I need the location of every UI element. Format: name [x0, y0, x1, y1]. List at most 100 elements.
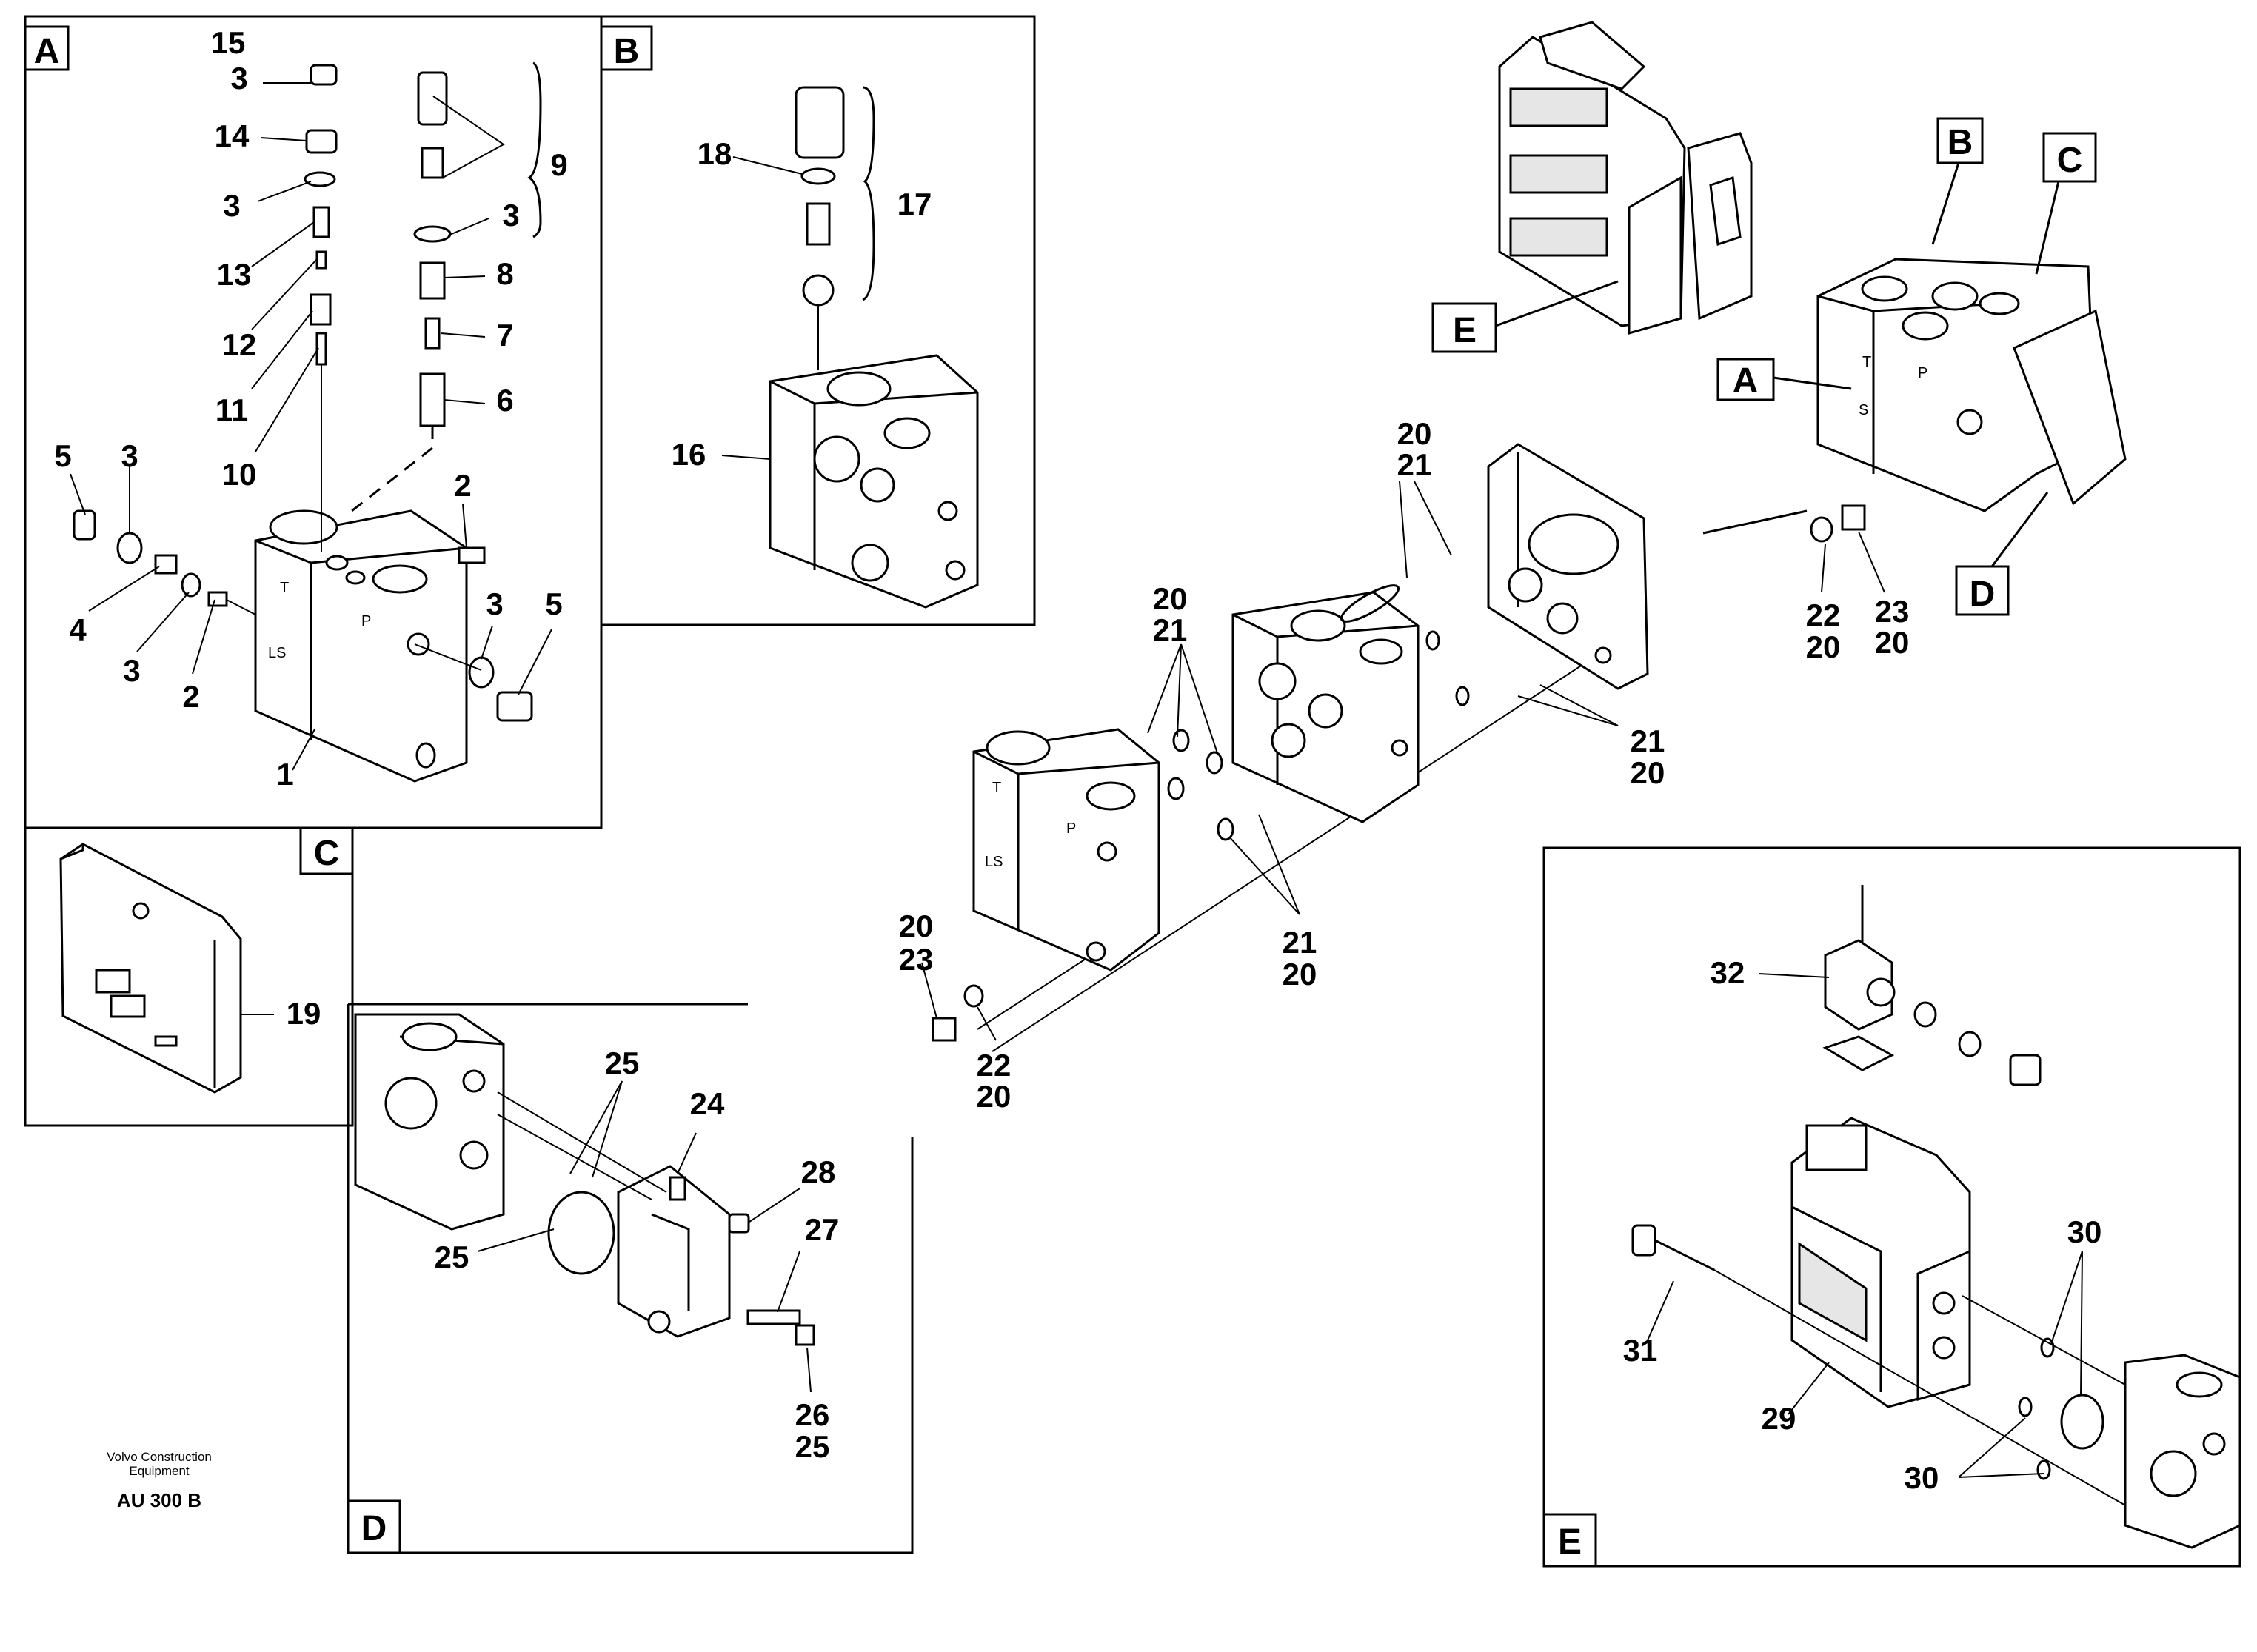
callout-25: 25 — [435, 1240, 469, 1274]
overview-letter-box-c — [2042, 132, 2097, 183]
connector-plug — [1822, 885, 2042, 1086]
left-stack-parts — [304, 64, 338, 552]
overview-letter-box-e — [1431, 302, 1497, 353]
panel-e: E — [1542, 846, 2241, 1568]
maker-line-2: Equipment — [129, 1464, 190, 1478]
callout-3: 3 — [502, 198, 519, 233]
callout-21: 21 — [1153, 612, 1188, 647]
overview-assembly: E T P S B C A D — [1431, 21, 2127, 616]
panel-c-letter: C — [314, 834, 340, 873]
panel-b-letter: B — [614, 32, 640, 71]
callout-30: 30 — [2067, 1214, 2102, 1249]
callout-18: 18 — [698, 136, 732, 171]
right-stack-parts — [351, 61, 542, 512]
callout-31: 31 — [1623, 1333, 1658, 1368]
callout-16: 16 — [672, 437, 706, 472]
callout-20: 20 — [1397, 416, 1432, 451]
port-mark-t: T — [280, 580, 289, 596]
end-cover-bracket — [617, 1165, 731, 1338]
callout-28: 28 — [801, 1154, 836, 1189]
callout-3: 3 — [121, 438, 138, 473]
callout-3: 3 — [230, 61, 247, 96]
maker-line-1: Volvo Construction — [107, 1450, 212, 1464]
callout-21: 21 — [1397, 447, 1432, 482]
callout-15: 15 — [211, 25, 246, 60]
middle-valve-section — [1231, 591, 1420, 823]
callout-3: 3 — [223, 188, 240, 223]
end-cover-section — [1487, 443, 1649, 690]
callout-20: 20 — [1153, 581, 1188, 616]
valve-bank: T P S — [1816, 258, 2127, 512]
panel-b: B 18 17 16 — [600, 15, 1036, 626]
panel-e-letter-box — [1542, 1513, 1597, 1568]
end-cover-plate — [59, 843, 242, 1094]
inlet-valve-section: T P LS — [972, 728, 1160, 972]
valve-section-block — [2124, 1354, 2241, 1549]
callout-11: 11 — [215, 392, 248, 427]
panel-d-letter-box — [347, 1499, 401, 1554]
port-mark-t: T — [992, 780, 1001, 796]
callout-9: 9 — [550, 147, 567, 182]
valve-section-block — [769, 354, 979, 609]
callout-22: 22 — [1806, 598, 1841, 632]
valve-section-block: T P LS — [254, 509, 468, 783]
callout-2: 2 — [454, 468, 471, 503]
callout-22: 22 — [977, 1048, 1012, 1083]
callout-30: 30 — [1905, 1460, 1939, 1495]
callout-26: 26 — [795, 1397, 830, 1432]
overview-letter-e: E — [1453, 311, 1477, 350]
callout-29: 29 — [1762, 1401, 1796, 1436]
callout-4: 4 — [69, 612, 87, 647]
port-mark-s: S — [1859, 402, 1868, 418]
port-mark-p: P — [361, 613, 371, 629]
panel-c: C 19 — [24, 826, 354, 1127]
overview-letter-d: D — [1970, 575, 1996, 614]
overview-letter-b: B — [1947, 123, 1973, 162]
callout-14: 14 — [215, 118, 250, 153]
overview-letter-box-b — [1936, 117, 1984, 164]
callout-10: 10 — [222, 457, 257, 492]
callout-32: 32 — [1711, 955, 1745, 990]
overview-letter-c: C — [2057, 141, 2083, 180]
port-mark-ls: LS — [268, 645, 286, 661]
callout-20: 20 — [1283, 957, 1317, 991]
port-mark-t: T — [1862, 354, 1871, 370]
panel-b-letter-box — [600, 25, 653, 71]
callout-1: 1 — [276, 757, 293, 792]
callout-27: 27 — [805, 1212, 840, 1247]
callout-25: 25 — [795, 1429, 830, 1464]
solenoid-unit — [1498, 21, 1753, 335]
overview-letter-box-a — [1716, 358, 1775, 401]
callout-21: 21 — [1631, 723, 1665, 758]
callout-13: 13 — [217, 257, 252, 292]
callout-24: 24 — [690, 1086, 725, 1121]
panel-a-letter: A — [34, 32, 60, 71]
callout-20: 20 — [1806, 629, 1841, 664]
callout-2: 2 — [182, 679, 199, 714]
callout-5: 5 — [54, 438, 71, 473]
panel-d: D 25 2 — [347, 1003, 914, 1554]
main-exploded-assembly: T P LS — [899, 416, 1910, 1114]
callout-6: 6 — [496, 383, 513, 418]
callout-21: 21 — [1283, 925, 1317, 960]
callout-19: 19 — [287, 996, 321, 1031]
callout-8: 8 — [496, 256, 513, 291]
valve-section-block — [354, 1013, 505, 1231]
panel-d-letter: D — [361, 1509, 387, 1548]
callout-3: 3 — [123, 653, 140, 688]
port-mark-p: P — [1066, 820, 1076, 837]
main-leaders — [921, 481, 1885, 1041]
overview-letter-box-d — [1955, 565, 2010, 616]
panel-e-letter: E — [1558, 1522, 1582, 1562]
panel-a-letter-box — [24, 25, 70, 71]
callout-3: 3 — [486, 586, 503, 621]
callout-20: 20 — [1875, 625, 1910, 660]
port-mark-p: P — [1918, 365, 1927, 381]
callout-12: 12 — [222, 327, 257, 362]
callout-17: 17 — [897, 187, 932, 221]
overview-letter-a: A — [1733, 361, 1759, 401]
callout-5: 5 — [545, 586, 562, 621]
solenoid-coil — [1790, 1117, 1971, 1408]
panel-c-letter-box — [299, 826, 354, 875]
